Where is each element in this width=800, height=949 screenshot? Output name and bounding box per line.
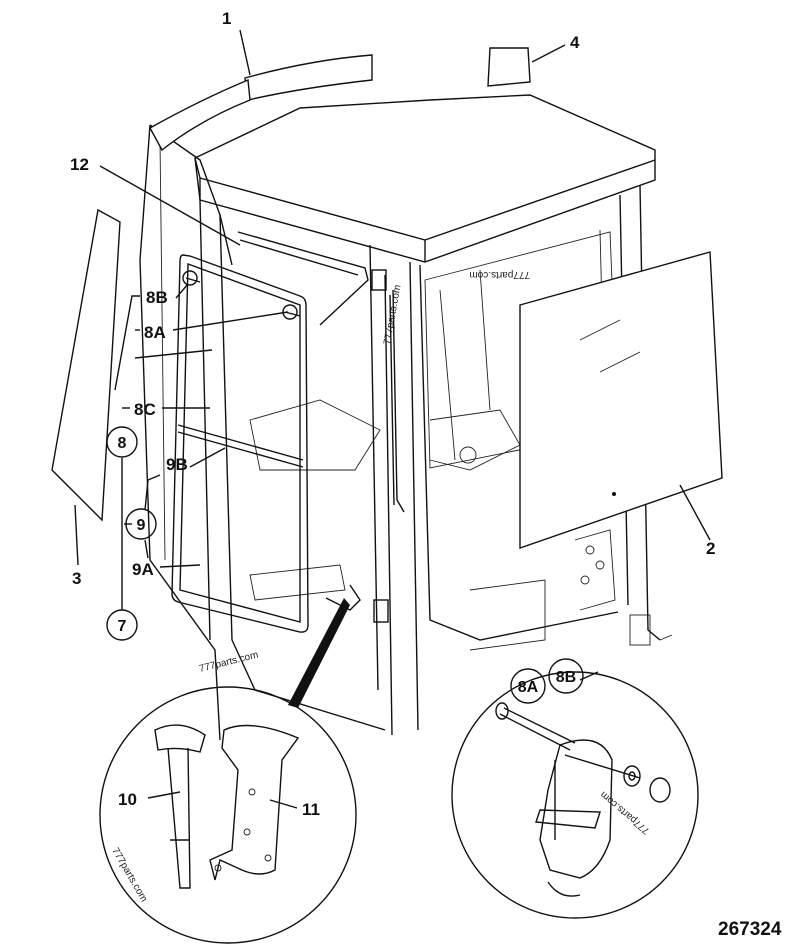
callout-2: 2	[706, 539, 715, 558]
door-assembly	[171, 231, 369, 633]
cab-body	[139, 94, 673, 741]
glass-2-right	[519, 251, 723, 549]
callout-1: 1	[222, 9, 231, 28]
leader-lines	[74, 29, 711, 809]
callout-12: 12	[70, 155, 89, 174]
watermark-right-detail: 777parts.com	[598, 789, 651, 836]
callout-8: 8	[118, 435, 127, 452]
callout-circle-8: 8	[106, 426, 138, 458]
glass-3-left	[51, 208, 121, 522]
callout-circle-detail-8a: 8A	[510, 668, 546, 704]
callout-8c: 8C	[134, 400, 156, 419]
detail-circle-tools	[99, 686, 357, 944]
glass-panels	[51, 47, 723, 549]
drawing-number: 267324	[718, 919, 782, 940]
detail-circle-latch	[451, 671, 699, 919]
callout-circle-9: 9	[125, 508, 157, 540]
callout-9a: 9A	[132, 560, 154, 579]
glass-4	[487, 47, 531, 87]
callout-9: 9	[137, 517, 146, 534]
callout-labels: 1 4 12 8B 8A 8C 9B 9A 3 2 10 11 8 9 7 8A	[70, 9, 715, 819]
callout-11: 11	[302, 800, 320, 819]
detail-callout-8b: 8B	[556, 669, 576, 686]
glass-1-front-curved	[244, 54, 373, 101]
watermark-right-window: 777parts.com	[469, 269, 530, 280]
callout-circle-detail-8b: 8B	[548, 658, 584, 694]
detail-callout-8a: 8A	[518, 679, 539, 696]
callout-4: 4	[570, 33, 580, 52]
callout-9b: 9B	[166, 455, 188, 474]
watermark-center: 777parts.com	[198, 650, 259, 675]
callout-8a: 8A	[144, 323, 166, 342]
callout-7: 7	[118, 618, 127, 635]
callout-8b: 8B	[146, 288, 168, 307]
callout-3: 3	[72, 569, 81, 588]
callout-10: 10	[118, 790, 137, 809]
callout-circle-7: 7	[106, 609, 138, 641]
